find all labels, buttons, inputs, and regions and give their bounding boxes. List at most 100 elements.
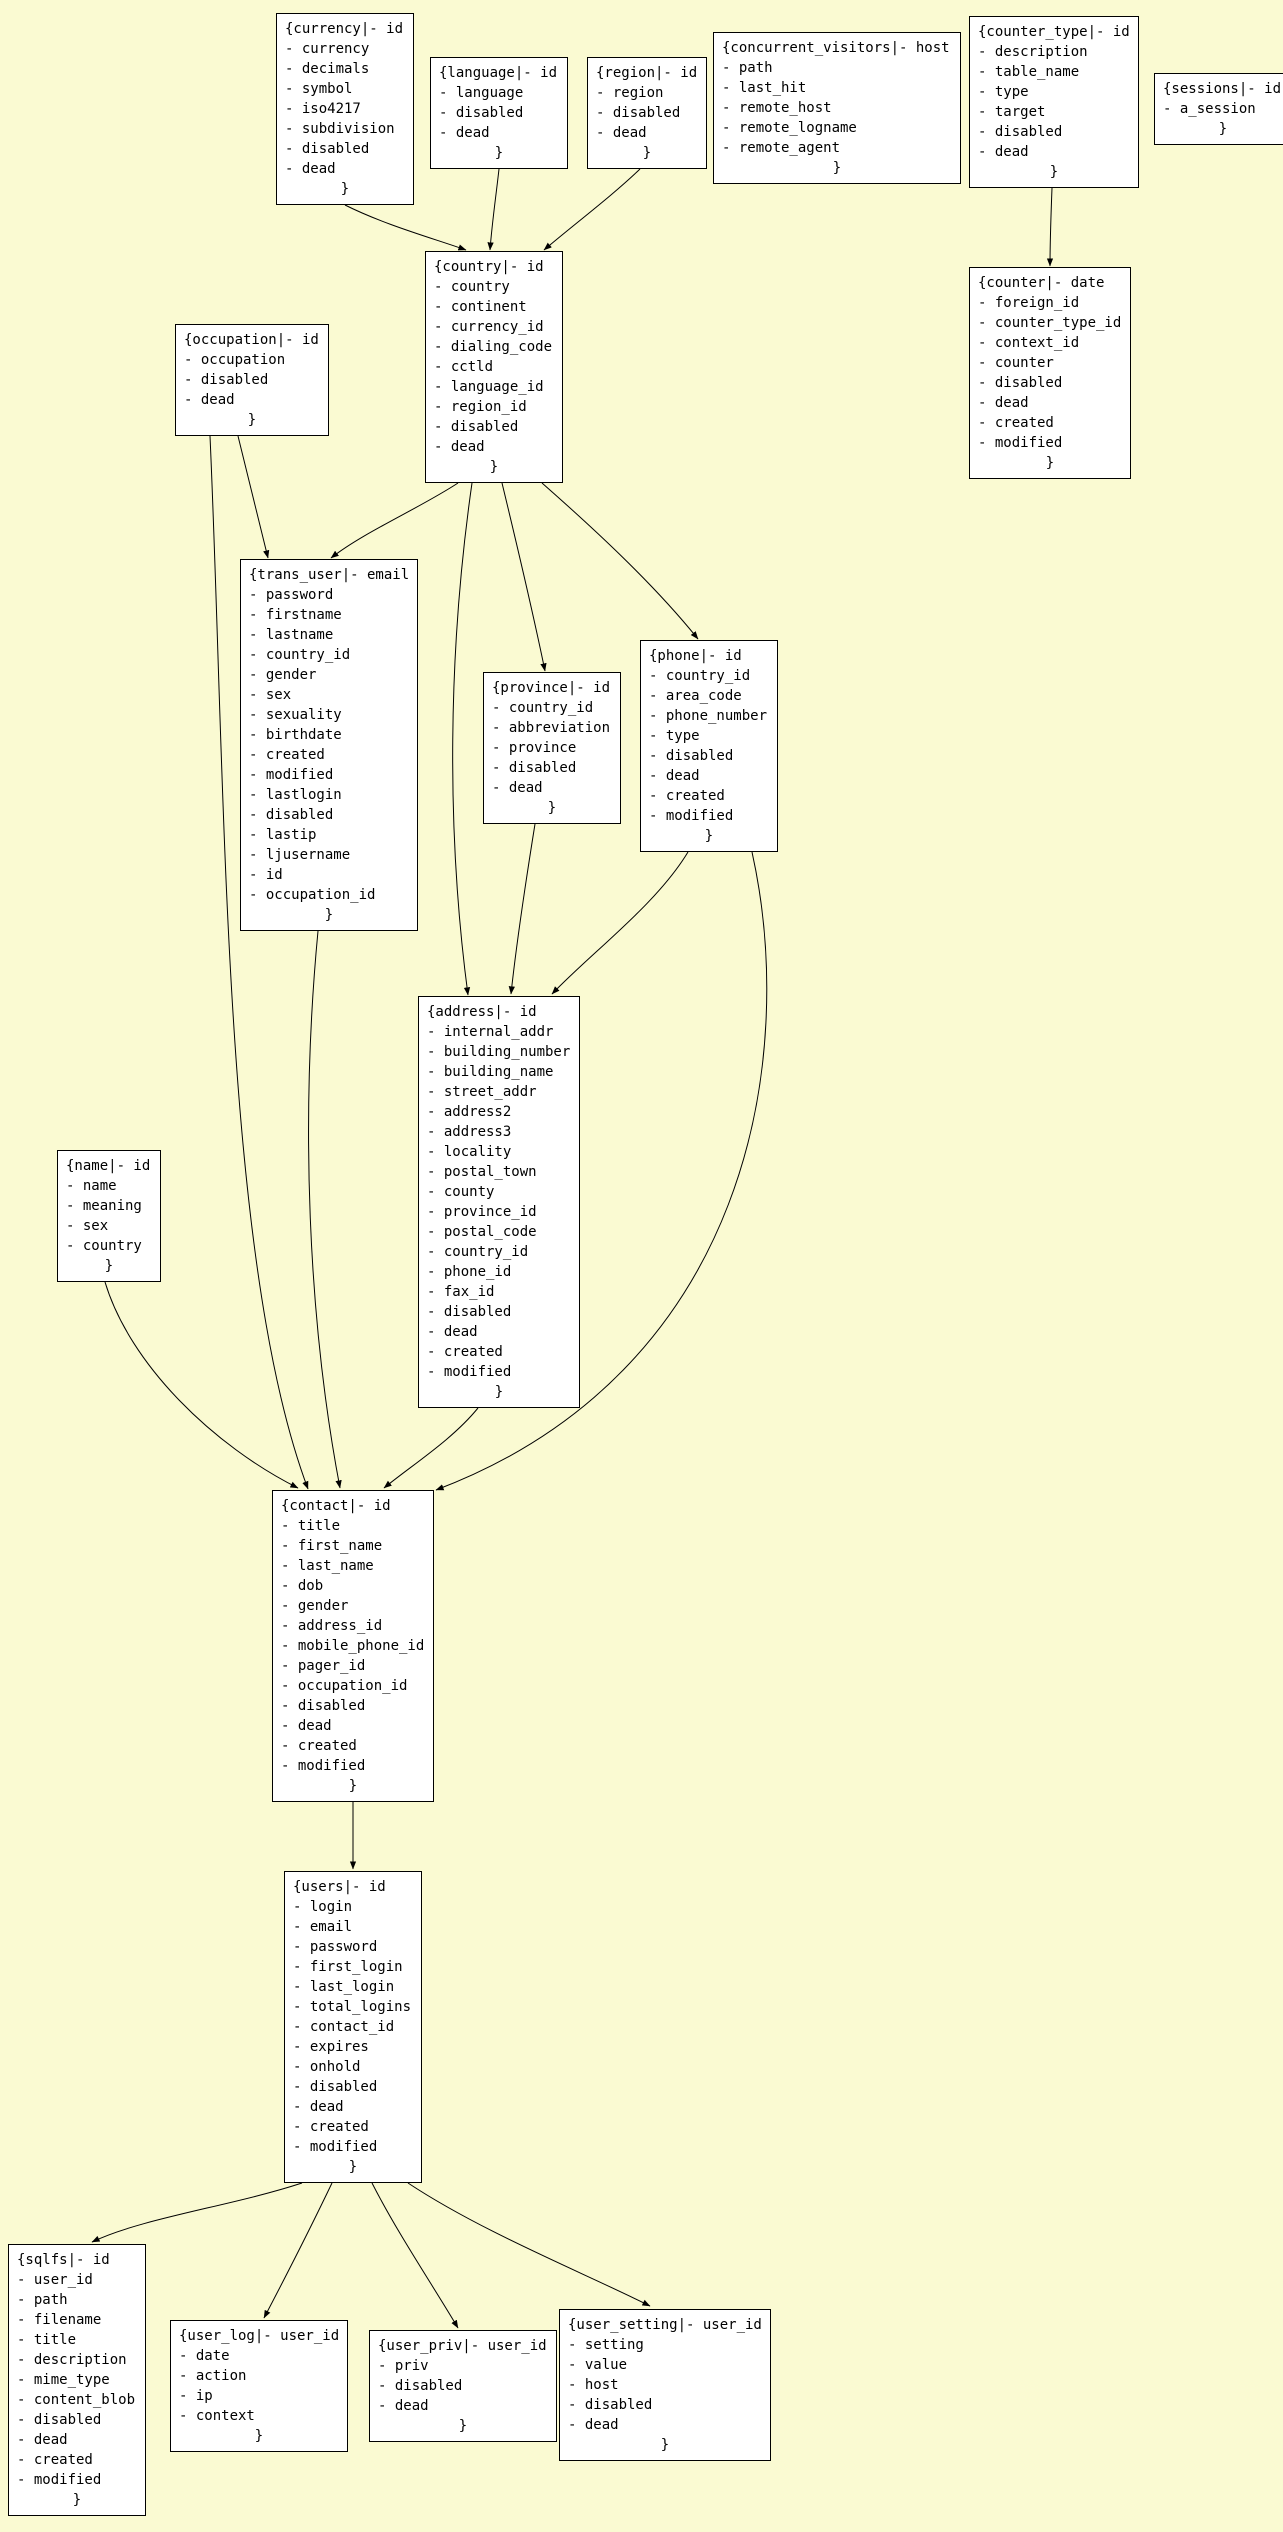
table-field: - path bbox=[722, 60, 773, 76]
table-header-counter: {counter|- date bbox=[978, 275, 1105, 291]
edge-country-phone bbox=[541, 482, 699, 640]
table-occupation: {occupation|- id- occupation- disabled- … bbox=[175, 324, 329, 436]
table-field: - symbol bbox=[285, 81, 353, 97]
edge-currency-country bbox=[344, 204, 467, 251]
table-field: - dead bbox=[978, 144, 1029, 160]
table-field: - disabled bbox=[434, 419, 519, 435]
edge-users-user_priv bbox=[371, 2182, 459, 2329]
table-field: - first_name bbox=[281, 1538, 383, 1554]
table-field: - county bbox=[427, 1184, 495, 1200]
table-field: - postal_town bbox=[427, 1164, 537, 1180]
table-footer: } bbox=[494, 145, 504, 161]
table-field: - priv bbox=[378, 2358, 429, 2374]
table-field: - dead bbox=[184, 392, 235, 408]
table-field: - meaning bbox=[66, 1198, 142, 1214]
table-field: - user_id bbox=[17, 2272, 93, 2288]
table-field: - expires bbox=[293, 2039, 369, 2055]
table-field: - last_name bbox=[281, 1558, 374, 1574]
table-field: - onhold bbox=[293, 2059, 361, 2075]
table-field: - modified bbox=[17, 2472, 102, 2488]
edge-country-province bbox=[501, 482, 547, 672]
table-field: - country bbox=[434, 279, 510, 295]
table-concurrent_visitors: {concurrent_visitors|- host- path- last_… bbox=[713, 32, 961, 184]
table-user_priv: {user_priv|- user_id- priv- disabled- de… bbox=[369, 2330, 557, 2442]
edge-trans_user-contact bbox=[308, 930, 342, 1489]
table-header-province: {province|- id bbox=[492, 680, 611, 696]
table-field: - modified bbox=[649, 808, 734, 824]
table-header-trans_user: {trans_user|- email bbox=[249, 567, 409, 583]
table-field: - date bbox=[179, 2348, 230, 2364]
table-header-sessions: {sessions|- id bbox=[1163, 81, 1282, 97]
table-footer: } bbox=[254, 2428, 264, 2444]
table-field: - modified bbox=[281, 1758, 366, 1774]
table-footer: } bbox=[832, 160, 842, 176]
table-field: - title bbox=[17, 2332, 77, 2348]
table-name: {name|- id- name- meaning- sex- country} bbox=[57, 1150, 161, 1282]
table-footer: } bbox=[247, 412, 257, 428]
table-field: - name bbox=[66, 1178, 117, 1194]
edge-country-address bbox=[452, 482, 473, 996]
table-field: - password bbox=[293, 1939, 378, 1955]
table-field: - occupation bbox=[184, 352, 286, 368]
table-field: - country_id bbox=[427, 1244, 529, 1260]
table-field: - region bbox=[596, 85, 664, 101]
edge-language-country bbox=[487, 168, 500, 251]
table-field: - last_hit bbox=[722, 80, 807, 96]
table-field: - disabled bbox=[249, 807, 334, 823]
table-header-user_priv: {user_priv|- user_id bbox=[378, 2338, 547, 2354]
table-field: - cctld bbox=[434, 359, 494, 375]
table-field: - lastname bbox=[249, 627, 334, 643]
table-field: - language bbox=[439, 85, 524, 101]
table-field: - currency_id bbox=[434, 319, 544, 335]
table-footer: } bbox=[494, 1384, 504, 1400]
table-field: - created bbox=[427, 1344, 503, 1360]
table-footer: } bbox=[458, 2418, 468, 2434]
table-user_log: {user_log|- user_id- date- action- ip- c… bbox=[170, 2320, 348, 2452]
table-field: - locality bbox=[427, 1144, 512, 1160]
table-field: - dead bbox=[492, 780, 543, 796]
table-field: - address2 bbox=[427, 1104, 512, 1120]
table-counter_type: {counter_type|- id- description- table_n… bbox=[969, 16, 1139, 188]
table-field: - disabled bbox=[17, 2412, 102, 2428]
table-field: - remote_logname bbox=[722, 120, 857, 136]
table-currency: {currency|- id- currency- decimals- symb… bbox=[276, 13, 414, 205]
table-field: - modified bbox=[427, 1364, 512, 1380]
table-field: - area_code bbox=[649, 688, 742, 704]
table-footer: } bbox=[348, 2159, 358, 2175]
table-field: - birthdate bbox=[249, 727, 342, 743]
table-sqlfs: {sqlfs|- id- user_id- path- filename- ti… bbox=[8, 2244, 146, 2516]
table-field: - firstname bbox=[249, 607, 342, 623]
table-field: - created bbox=[978, 415, 1054, 431]
table-field: - address_id bbox=[281, 1618, 383, 1634]
table-field: - dead bbox=[434, 439, 485, 455]
table-field: - email bbox=[293, 1919, 353, 1935]
table-field: - remote_host bbox=[722, 100, 832, 116]
table-field: - dead bbox=[439, 125, 490, 141]
table-field: - dead bbox=[293, 2099, 344, 2115]
table-contact: {contact|- id- title- first_name- last_n… bbox=[272, 1490, 434, 1802]
table-header-user_setting: {user_setting|- user_id bbox=[568, 2317, 762, 2333]
table-field: - dead bbox=[281, 1718, 332, 1734]
table-field: - foreign_id bbox=[978, 295, 1080, 311]
table-footer: } bbox=[1045, 455, 1055, 471]
edge-users-user_setting bbox=[407, 2182, 651, 2307]
table-field: - content_blob bbox=[17, 2392, 136, 2408]
table-field: - path bbox=[17, 2292, 68, 2308]
table-header-phone: {phone|- id bbox=[649, 648, 742, 664]
table-footer: } bbox=[104, 1258, 114, 1274]
edge-address-contact bbox=[383, 1407, 479, 1489]
table-header-occupation: {occupation|- id bbox=[184, 332, 319, 348]
table-field: - building_name bbox=[427, 1064, 554, 1080]
table-language: {language|- id- language- disabled- dead… bbox=[430, 57, 568, 169]
table-header-region: {region|- id bbox=[596, 65, 698, 81]
edge-counter_type-counter bbox=[1046, 187, 1054, 267]
table-field: - dead bbox=[596, 125, 647, 141]
table-field: - title bbox=[281, 1518, 341, 1534]
table-province: {province|- id- country_id- abbreviation… bbox=[483, 672, 621, 824]
table-field: - sex bbox=[66, 1218, 109, 1234]
table-field: - country_id bbox=[649, 668, 751, 684]
edge-users-user_log bbox=[263, 2182, 333, 2319]
table-field: - occupation_id bbox=[249, 887, 376, 903]
table-field: - country_id bbox=[249, 647, 351, 663]
table-field: - description bbox=[978, 44, 1088, 60]
